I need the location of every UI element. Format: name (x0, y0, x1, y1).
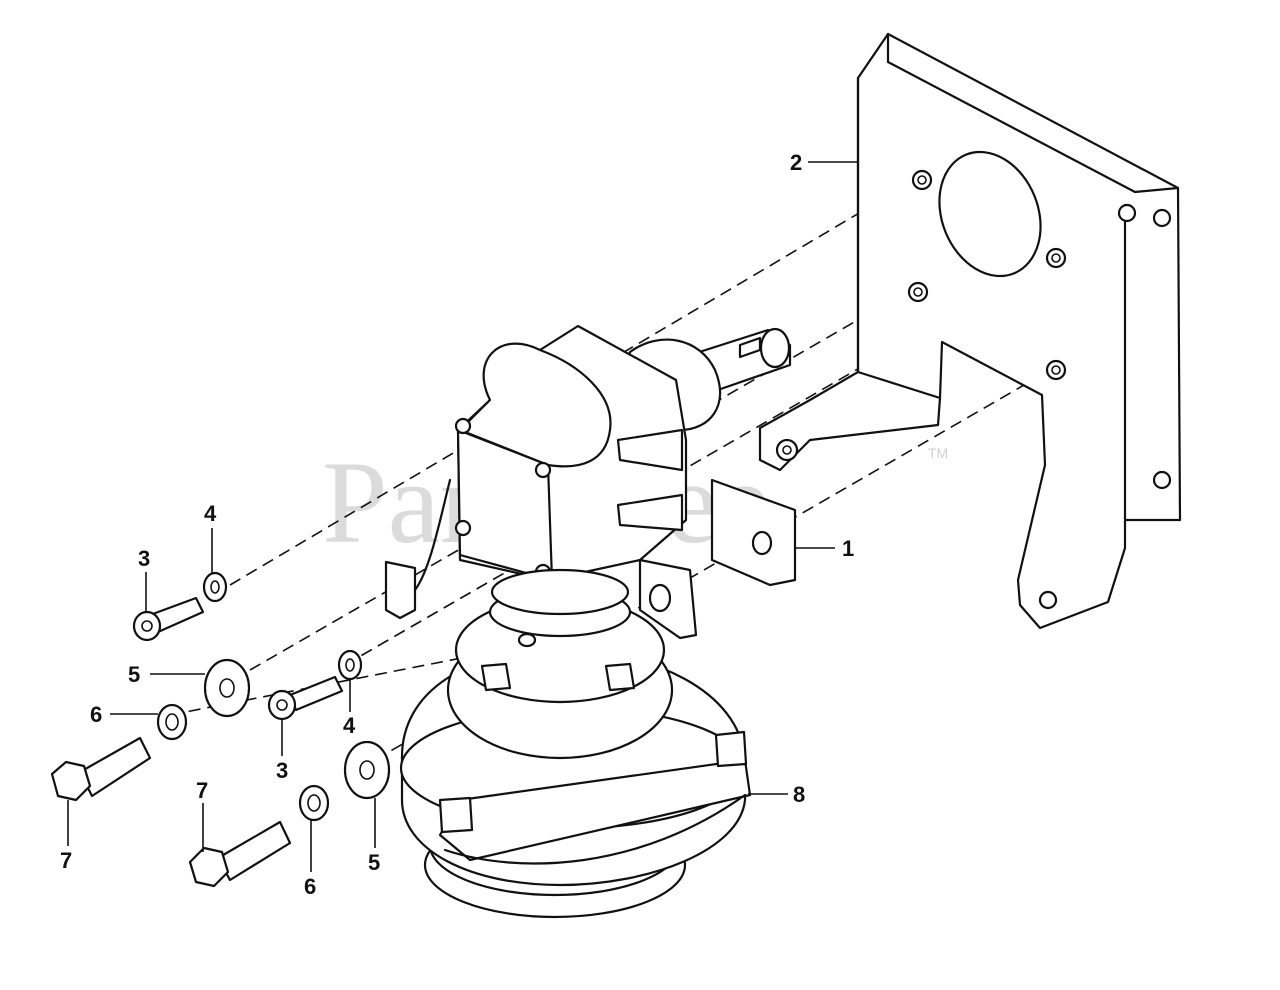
hardware (50, 571, 391, 888)
callout-3-lower: 3 (276, 758, 288, 783)
callout-6-lower: 6 (304, 874, 316, 899)
callout-7-right: 7 (196, 778, 208, 803)
mounting-plate-bracket (758, 32, 1182, 630)
callout-5-lower: 5 (368, 850, 380, 875)
electric-clutch (399, 568, 752, 919)
callout-3-upper: 3 (138, 546, 150, 571)
callout-5-upper: 5 (128, 662, 140, 687)
gearbox (384, 324, 797, 640)
callout-4-upper: 4 (204, 501, 217, 526)
watermark-trademark: TM (928, 445, 948, 461)
callout-8: 8 (793, 782, 805, 807)
callout-labels: 2 1 3 3 4 4 5 5 6 6 7 7 8 (60, 150, 854, 899)
callout-7-left: 7 (60, 848, 72, 873)
callout-4-lower: 4 (343, 713, 356, 738)
callout-1: 1 (842, 536, 854, 561)
callout-2: 2 (790, 150, 802, 175)
callout-6-upper: 6 (90, 702, 102, 727)
callout-leaders (67, 161, 858, 872)
